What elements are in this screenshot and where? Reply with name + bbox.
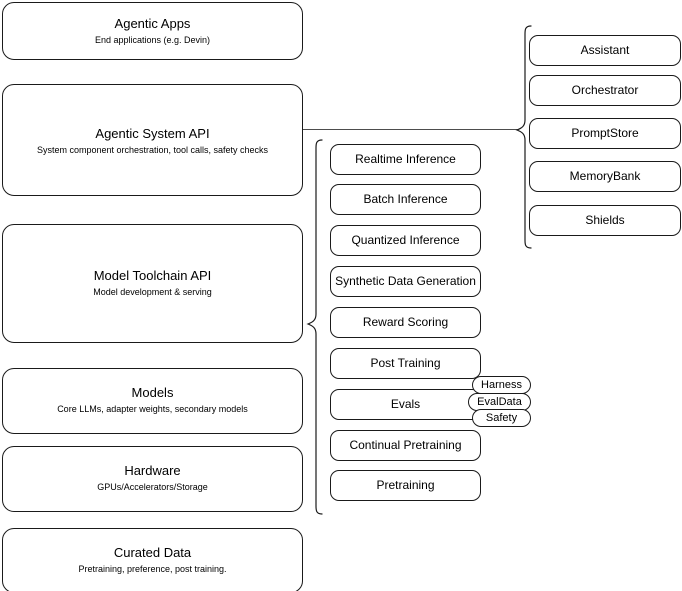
evals-tag-label: Safety: [485, 412, 518, 424]
component-box-assistant[interactable]: Assistant: [529, 35, 681, 66]
component-label: MemoryBank: [569, 169, 641, 183]
evals-tag-evaldata[interactable]: EvalData: [468, 393, 531, 411]
connector-system-api-to-components: [303, 129, 518, 130]
layer-box-model-toolchain-api[interactable]: Model Toolchain API Model development & …: [2, 224, 303, 343]
layer-title: Models: [131, 385, 174, 400]
evals-tag-harness[interactable]: Harness: [472, 376, 531, 394]
component-label: Assistant: [580, 43, 630, 57]
evals-tag-label: EvalData: [477, 396, 522, 408]
capability-box-continual-pretraining[interactable]: Continual Pretraining: [330, 430, 481, 461]
capability-label: Reward Scoring: [362, 315, 449, 329]
capability-label: Realtime Inference: [355, 152, 456, 166]
capability-label: Evals: [390, 397, 421, 411]
component-box-shields[interactable]: Shields: [529, 205, 681, 236]
evals-tag-label: Harness: [481, 379, 522, 391]
layer-subtitle: System component orchestration, tool cal…: [36, 145, 269, 155]
layer-box-hardware[interactable]: Hardware GPUs/Accelerators/Storage: [2, 446, 303, 512]
layer-box-curated-data[interactable]: Curated Data Pretraining, preference, po…: [2, 528, 303, 591]
capability-box-realtime-inference[interactable]: Realtime Inference: [330, 144, 481, 175]
capability-box-quantized-inference[interactable]: Quantized Inference: [330, 225, 481, 256]
capability-box-evals[interactable]: Evals: [330, 389, 481, 420]
component-box-promptstore[interactable]: PromptStore: [529, 118, 681, 149]
layer-box-agentic-apps[interactable]: Agentic Apps End applications (e.g. Devi…: [2, 2, 303, 60]
layer-subtitle: Core LLMs, adapter weights, secondary mo…: [57, 404, 248, 414]
layer-title: Curated Data: [113, 545, 192, 560]
capability-box-reward-scoring[interactable]: Reward Scoring: [330, 307, 481, 338]
component-label: Orchestrator: [571, 83, 639, 97]
brace-toolchain-capabilities: [306, 139, 323, 515]
component-label: Shields: [585, 213, 625, 227]
layer-title: Agentic System API: [95, 126, 210, 141]
layer-box-agentic-system-api[interactable]: Agentic System API System component orch…: [2, 84, 303, 196]
component-label: PromptStore: [571, 126, 639, 140]
evals-tag-safety[interactable]: Safety: [472, 409, 531, 427]
layer-subtitle: Model development & serving: [93, 287, 212, 297]
capability-box-batch-inference[interactable]: Batch Inference: [330, 184, 481, 215]
component-box-memorybank[interactable]: MemoryBank: [529, 161, 681, 192]
layer-text-block: Agentic System API System component orch…: [3, 125, 302, 157]
capability-label: Quantized Inference: [351, 233, 460, 247]
layer-subtitle: Pretraining, preference, post training.: [78, 564, 227, 574]
layer-title: Agentic Apps: [114, 16, 191, 31]
capability-label: Post Training: [370, 356, 441, 370]
capability-label: Batch Inference: [363, 192, 448, 206]
layer-text-block: Curated Data Pretraining, preference, po…: [3, 544, 302, 576]
capability-box-synthetic-data-generation[interactable]: Synthetic Data Generation: [330, 266, 481, 297]
capability-box-post-training[interactable]: Post Training: [330, 348, 481, 379]
layer-text-block: Models Core LLMs, adapter weights, secon…: [3, 384, 302, 416]
layer-box-models[interactable]: Models Core LLMs, adapter weights, secon…: [2, 368, 303, 434]
capability-label: Synthetic Data Generation: [335, 274, 476, 288]
layer-subtitle: GPUs/Accelerators/Storage: [97, 482, 208, 492]
capability-label: Pretraining: [376, 478, 435, 492]
capability-box-pretraining[interactable]: Pretraining: [330, 470, 481, 501]
layer-text-block: Hardware GPUs/Accelerators/Storage: [3, 462, 302, 494]
layer-subtitle: End applications (e.g. Devin): [94, 35, 211, 45]
layer-text-block: Model Toolchain API Model development & …: [3, 267, 302, 299]
layer-title: Hardware: [124, 463, 181, 478]
layer-title: Model Toolchain API: [93, 268, 212, 283]
layer-text-block: Agentic Apps End applications (e.g. Devi…: [3, 15, 302, 47]
component-box-orchestrator[interactable]: Orchestrator: [529, 75, 681, 106]
capability-label: Continual Pretraining: [349, 438, 462, 452]
